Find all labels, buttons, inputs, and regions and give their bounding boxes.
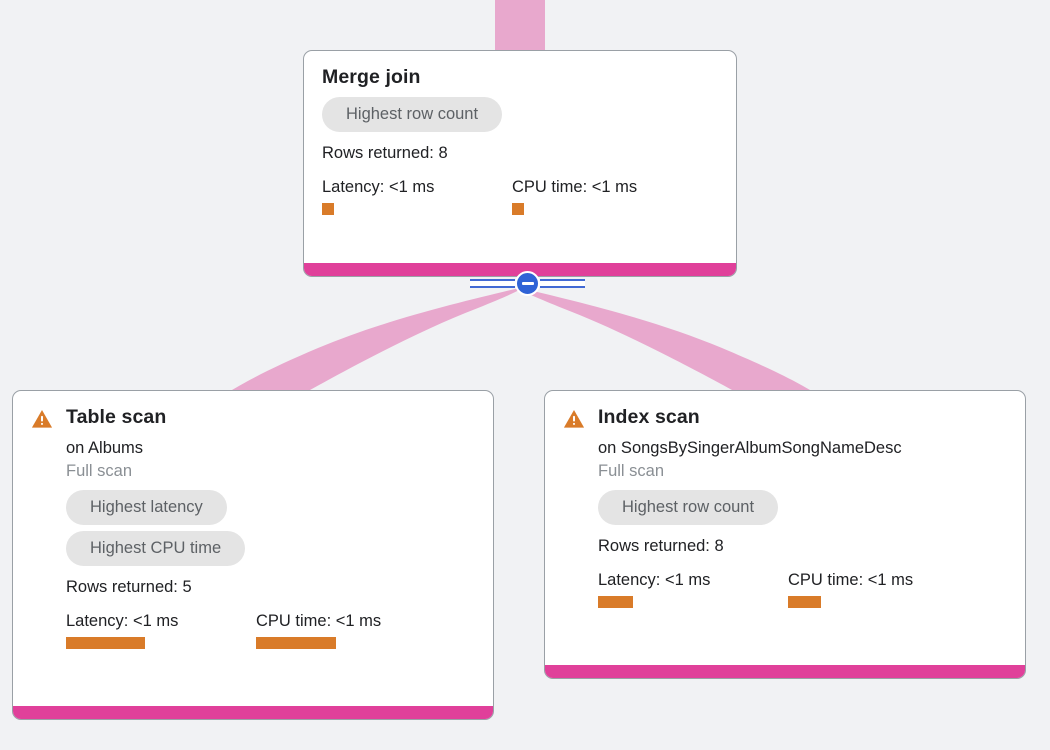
metric-latency-label: Latency: <1 ms xyxy=(66,612,179,630)
metric-latency: Latency: <1 ms xyxy=(322,177,512,215)
metric-latency-bar xyxy=(598,596,633,608)
metric-latency-label: Latency: <1 ms xyxy=(322,178,435,196)
metric-cpu-time-label: CPU time: <1 ms xyxy=(512,178,638,196)
node-title: Index scan xyxy=(598,406,700,428)
minus-icon-glyph xyxy=(521,282,534,285)
node-chips: Highest row count xyxy=(598,490,1007,531)
node-subtitle: on SongsBySingerAlbumSongNameDesc xyxy=(598,439,902,457)
node-metrics: Latency: <1 ms CPU time: <1 ms xyxy=(66,611,475,649)
rows-returned: Rows returned: 5 xyxy=(66,578,192,596)
plan-node-table-scan[interactable]: Table scan on Albums Full scan Highest l… xyxy=(12,390,494,720)
node-subtitle: on Albums xyxy=(66,439,144,457)
metric-cpu-time-bar xyxy=(788,596,821,608)
node-scan-type: Full scan xyxy=(66,462,133,480)
collapse-toggle-button[interactable] xyxy=(470,271,585,296)
metric-latency: Latency: <1 ms xyxy=(66,611,256,649)
node-title: Table scan xyxy=(66,406,167,428)
metric-cpu-time-label: CPU time: <1 ms xyxy=(788,571,914,589)
metric-latency-bar xyxy=(322,203,334,215)
node-scan-type: Full scan xyxy=(598,462,665,480)
node-header-texts: Table scan on Albums Full scan Highest l… xyxy=(66,405,475,649)
edge-to-table-scan xyxy=(232,288,519,390)
toggle-rail-right xyxy=(540,279,585,288)
node-header: Table scan on Albums Full scan Highest l… xyxy=(31,405,475,649)
rows-returned: Rows returned: 8 xyxy=(598,537,724,555)
chip-highest-row-count: Highest row count xyxy=(598,490,779,525)
metric-latency-bar xyxy=(66,637,145,649)
chip-highest-row-count: Highest row count xyxy=(322,97,503,132)
node-header: Merge join xyxy=(322,65,718,89)
node-metrics: Latency: <1 ms CPU time: <1 ms xyxy=(598,570,1007,608)
metric-latency-label: Latency: <1 ms xyxy=(598,571,711,589)
plan-node-index-scan[interactable]: Index scan on SongsBySingerAlbumSongName… xyxy=(544,390,1026,679)
node-body: Merge join Highest row count Rows return… xyxy=(304,51,736,263)
node-title: Merge join xyxy=(322,66,421,88)
warning-triangle-icon xyxy=(31,410,53,428)
warning-triangle-icon xyxy=(563,410,585,428)
node-header: Index scan on SongsBySingerAlbumSongName… xyxy=(563,405,1007,608)
metric-cpu-time-bar xyxy=(512,203,524,215)
node-header-texts: Merge join xyxy=(322,65,718,89)
edge-to-index-scan xyxy=(521,288,810,390)
minus-icon[interactable] xyxy=(515,271,540,296)
rows-returned: Rows returned: 8 xyxy=(322,144,448,162)
toggle-rail-left xyxy=(470,279,515,288)
metric-cpu-time-bar xyxy=(256,637,336,649)
node-accent-bar xyxy=(304,263,736,276)
chip-highest-cpu-time: Highest CPU time xyxy=(66,531,246,566)
node-header-texts: Index scan on SongsBySingerAlbumSongName… xyxy=(598,405,1007,608)
metric-cpu-time: CPU time: <1 ms xyxy=(512,177,637,215)
node-chips: Highest latency Highest CPU time xyxy=(66,490,475,572)
node-body: Table scan on Albums Full scan Highest l… xyxy=(13,391,493,706)
node-metrics: Latency: <1 ms CPU time: <1 ms xyxy=(322,177,718,215)
node-accent-bar xyxy=(545,665,1025,678)
node-body: Index scan on SongsBySingerAlbumSongName… xyxy=(545,391,1025,665)
chip-highest-latency: Highest latency xyxy=(66,490,227,525)
plan-node-merge-join[interactable]: Merge join Highest row count Rows return… xyxy=(303,50,737,277)
metric-cpu-time: CPU time: <1 ms xyxy=(256,611,381,649)
metric-latency: Latency: <1 ms xyxy=(598,570,788,608)
edge-root-inbound xyxy=(495,0,545,50)
node-accent-bar xyxy=(13,706,493,719)
metric-cpu-time: CPU time: <1 ms xyxy=(788,570,913,608)
node-chips: Highest row count xyxy=(322,97,718,138)
metric-cpu-time-label: CPU time: <1 ms xyxy=(256,612,382,630)
